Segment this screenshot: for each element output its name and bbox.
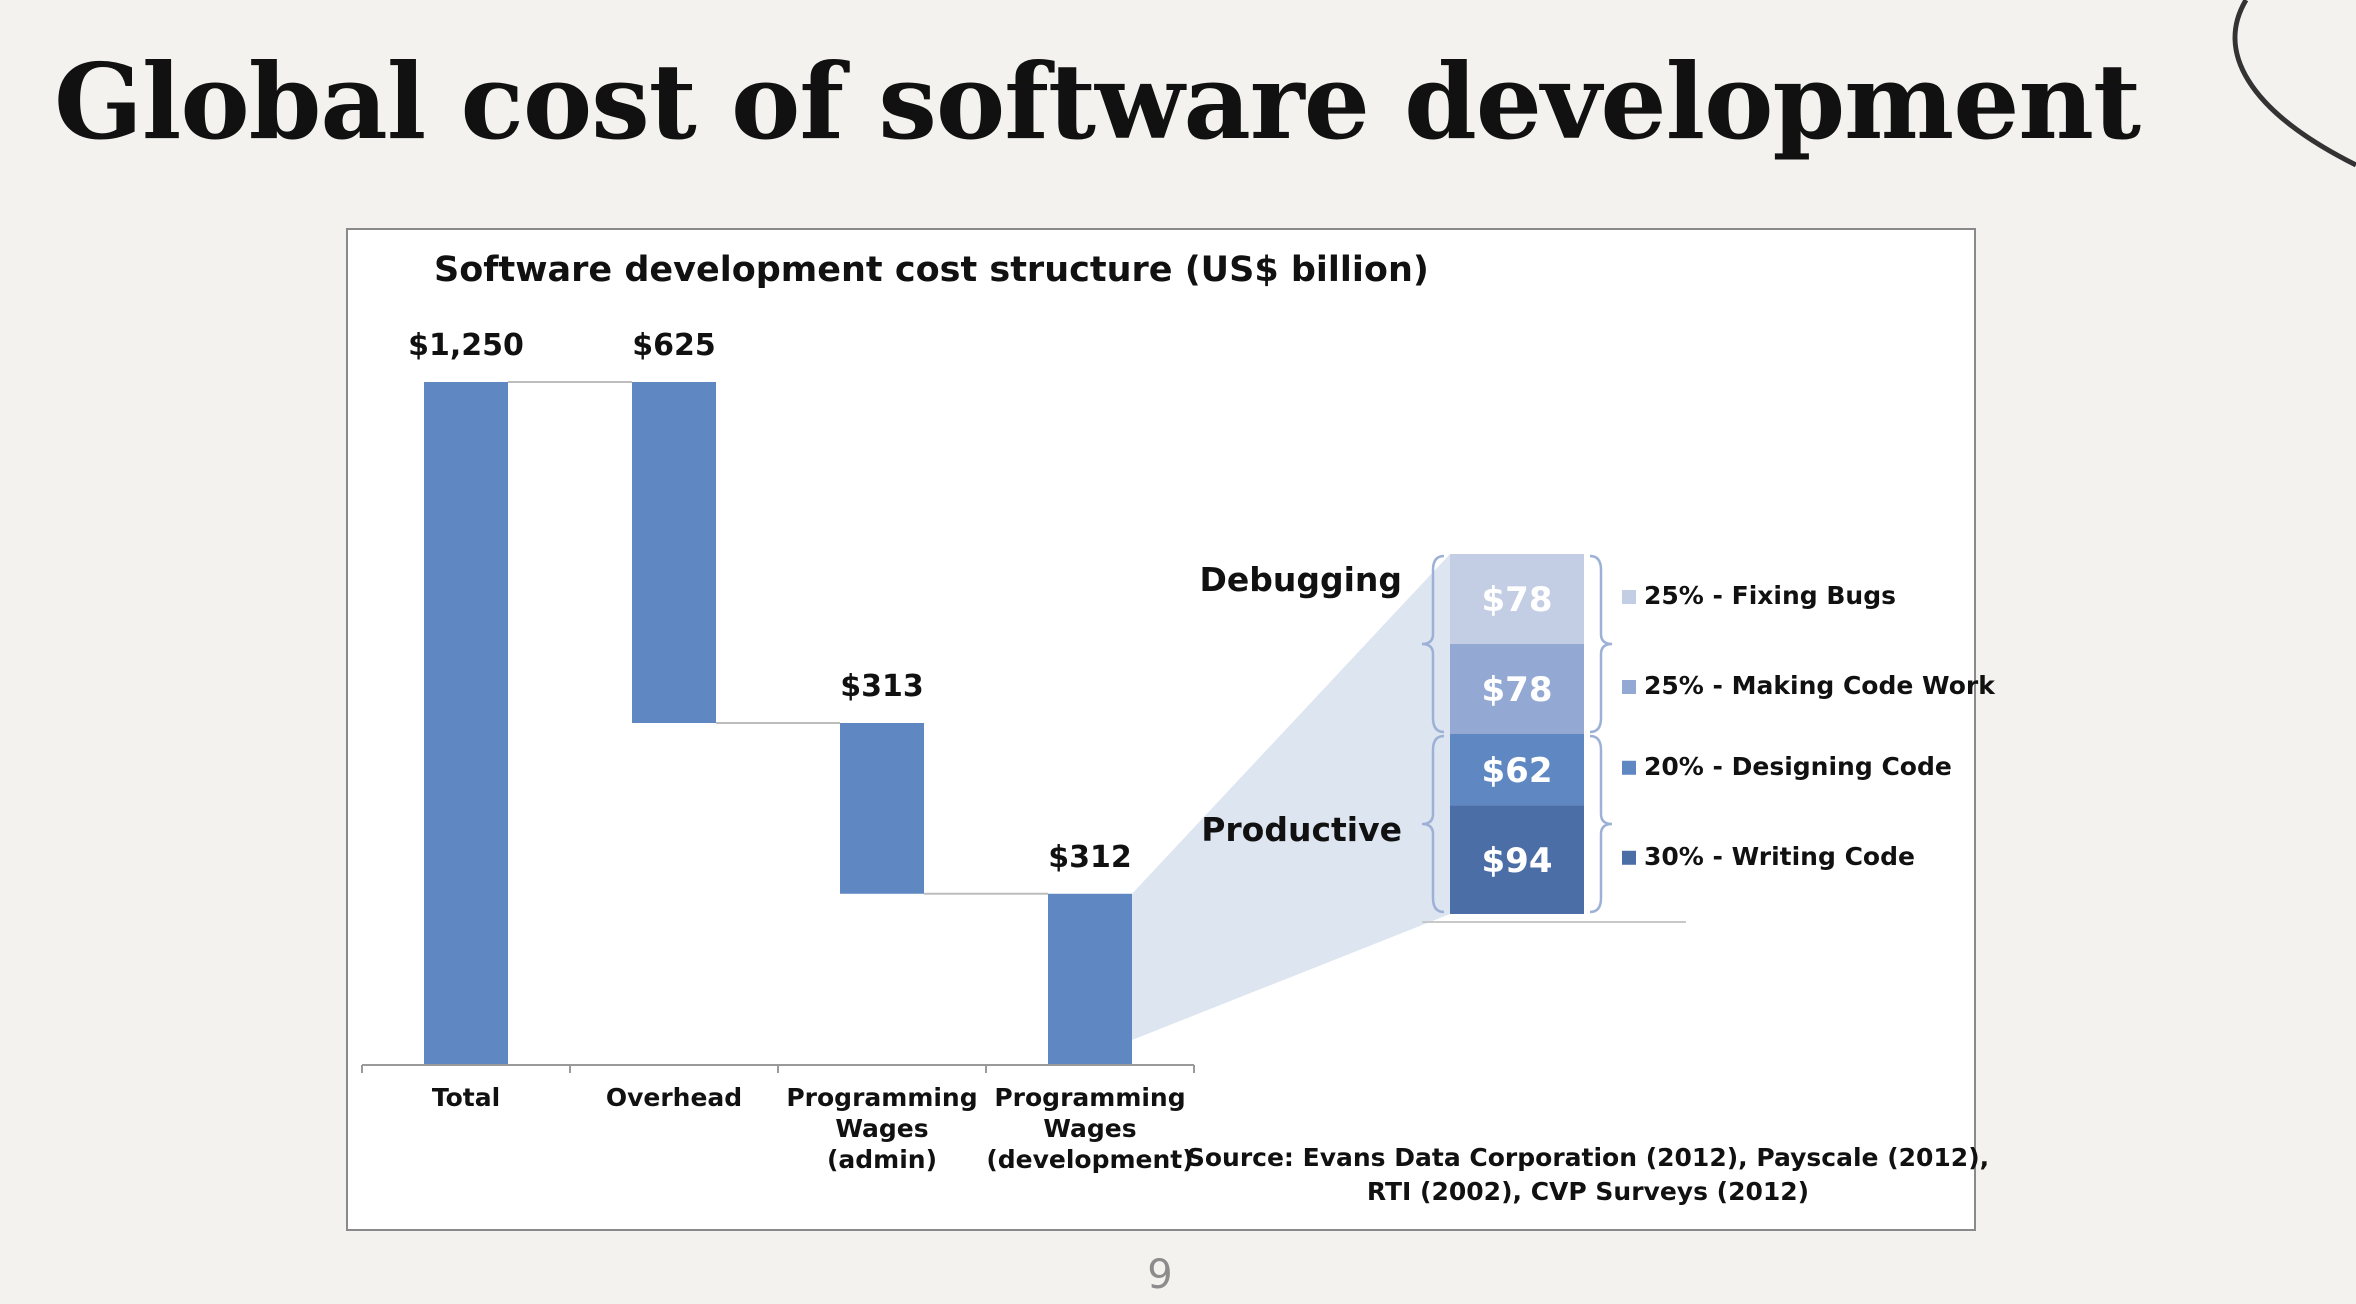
legend-label: 25% - Making Code Work bbox=[1644, 671, 1996, 700]
brace-left bbox=[1421, 734, 1445, 914]
slide-title: Global cost of software development bbox=[54, 40, 2141, 163]
stack-segment-label: $78 bbox=[1482, 580, 1553, 620]
bar-value-label: $312 bbox=[1048, 840, 1132, 875]
legend-label: 25% - Fixing Bugs bbox=[1644, 581, 1896, 610]
chart-title: Software development cost structure (US$… bbox=[434, 250, 1429, 290]
stack-segment-label: $78 bbox=[1482, 670, 1553, 710]
legend-swatch bbox=[1622, 680, 1636, 694]
stack-segment-label: $62 bbox=[1482, 751, 1553, 791]
legend-swatch bbox=[1622, 760, 1636, 775]
bar-1 bbox=[424, 382, 508, 1064]
decorative-curve bbox=[2232, 0, 2356, 168]
breakdown-connector bbox=[1132, 554, 1450, 1040]
stack-segment-1 bbox=[1450, 805, 1584, 914]
brace-left bbox=[1421, 554, 1445, 734]
bar-4 bbox=[1048, 893, 1132, 1064]
legend-swatch bbox=[1622, 590, 1636, 604]
category-label: Total bbox=[432, 1083, 500, 1112]
brace-right bbox=[1589, 734, 1613, 914]
legend-label: 30% - Writing Code bbox=[1644, 842, 1915, 871]
page-number: 9 bbox=[1147, 1252, 1173, 1298]
legend-swatch bbox=[1622, 850, 1636, 865]
stack-segment-3 bbox=[1450, 644, 1584, 734]
legend-label: 20% - Designing Code bbox=[1644, 752, 1952, 781]
category-label: Overhead bbox=[606, 1083, 742, 1112]
bar-3 bbox=[840, 723, 924, 894]
bar-2 bbox=[632, 382, 716, 723]
group-label: Debugging bbox=[1199, 560, 1402, 599]
group-label: Productive bbox=[1201, 810, 1402, 849]
stack-segment-4 bbox=[1450, 554, 1584, 644]
source-note: Source: Evans Data Corporation (2012), P… bbox=[1187, 1143, 1989, 1172]
stack-segment-label: $94 bbox=[1482, 841, 1553, 881]
bar-value-label: $625 bbox=[632, 328, 716, 363]
stack-segment-2 bbox=[1450, 734, 1584, 806]
source-note: RTI (2002), CVP Surveys (2012) bbox=[1367, 1177, 1809, 1206]
bar-value-label: $313 bbox=[840, 669, 924, 704]
brace-right bbox=[1589, 554, 1613, 734]
bar-value-label: $1,250 bbox=[408, 328, 524, 363]
